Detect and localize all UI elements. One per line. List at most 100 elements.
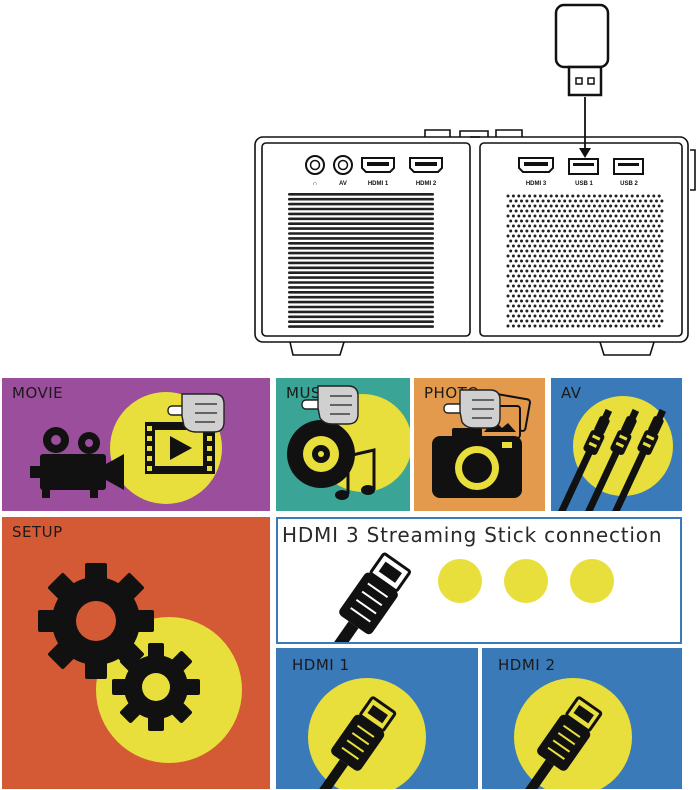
speaker-hole bbox=[630, 324, 634, 328]
speaker-hole bbox=[568, 279, 572, 283]
speaker-hole bbox=[595, 249, 599, 253]
speaker-hole bbox=[568, 319, 572, 323]
vent-slot bbox=[288, 320, 434, 323]
speaker-hole bbox=[576, 324, 580, 328]
speaker-hole bbox=[552, 259, 556, 263]
speaker-hole bbox=[563, 199, 567, 203]
speaker-hole bbox=[549, 264, 553, 268]
speaker-hole bbox=[601, 239, 604, 243]
speaker-hole bbox=[560, 264, 564, 268]
vent-grille bbox=[288, 193, 434, 328]
port-label: USB 2 bbox=[620, 181, 638, 187]
speaker-hole bbox=[538, 264, 542, 268]
speaker-hole bbox=[614, 254, 618, 258]
speaker-hole bbox=[576, 304, 580, 308]
speaker-hole bbox=[595, 229, 599, 233]
speaker-hole bbox=[609, 314, 613, 318]
speaker-hole bbox=[530, 299, 534, 303]
speaker-hole bbox=[571, 284, 575, 288]
speaker-hole bbox=[549, 224, 553, 228]
speaker-hole bbox=[582, 294, 586, 298]
menu-tile-hdmi3-stick[interactable]: HDMI 3 Streaming Stick connection bbox=[276, 517, 682, 644]
speaker-hole bbox=[625, 244, 629, 248]
speaker-hole bbox=[657, 224, 661, 228]
speaker-hole bbox=[652, 194, 656, 198]
speaker-hole bbox=[592, 314, 596, 318]
speaker-hole bbox=[595, 319, 599, 323]
speaker-hole bbox=[606, 289, 610, 293]
speaker-hole bbox=[636, 194, 640, 198]
speaker-hole bbox=[533, 224, 537, 228]
speaker-hole bbox=[598, 254, 602, 258]
speaker-hole bbox=[603, 274, 607, 278]
menu-tile-movie[interactable]: MOVIE bbox=[2, 378, 270, 511]
speaker-hole bbox=[579, 249, 583, 253]
speaker-hole bbox=[609, 214, 613, 218]
menu-tile-hdmi2[interactable]: HDMI 2 bbox=[482, 648, 682, 789]
speaker-hole bbox=[660, 289, 664, 293]
speaker-hole bbox=[655, 249, 658, 253]
speaker-hole bbox=[536, 249, 540, 253]
speaker-hole bbox=[641, 244, 645, 248]
speaker-hole bbox=[522, 264, 526, 268]
speaker-hole bbox=[625, 204, 629, 208]
speaker-hole bbox=[628, 219, 631, 223]
menu-tile-setup[interactable]: SETUP bbox=[2, 517, 270, 789]
speaker-hole bbox=[509, 199, 513, 203]
speaker-hole bbox=[595, 289, 599, 293]
speaker-hole bbox=[598, 214, 602, 218]
speaker-hole bbox=[514, 259, 518, 263]
speaker-hole bbox=[538, 214, 542, 218]
speaker-hole bbox=[541, 249, 545, 253]
speaker-hole bbox=[514, 209, 518, 213]
speaker-hole bbox=[555, 204, 559, 208]
speaker-hole bbox=[609, 304, 613, 308]
speaker-hole bbox=[520, 279, 523, 283]
speaker-hole bbox=[557, 299, 561, 303]
speaker-hole bbox=[614, 204, 618, 208]
speaker-hole bbox=[633, 289, 637, 293]
vent-slot bbox=[288, 242, 434, 245]
speaker-hole bbox=[638, 239, 642, 243]
speaker-hole bbox=[630, 244, 634, 248]
speaker-hole bbox=[649, 279, 653, 283]
speaker-hole bbox=[541, 269, 545, 273]
speaker-hole bbox=[557, 249, 561, 253]
speaker-hole bbox=[592, 294, 596, 298]
speaker-hole bbox=[630, 214, 634, 218]
menu-tile-photo[interactable]: PHOTO bbox=[414, 378, 545, 511]
speaker-hole bbox=[646, 294, 650, 298]
speaker-hole bbox=[609, 264, 613, 268]
speaker-hole bbox=[587, 244, 591, 248]
speaker-hole bbox=[506, 274, 510, 278]
speaker-hole bbox=[598, 224, 602, 228]
speaker-hole bbox=[601, 259, 604, 263]
speaker-hole bbox=[509, 309, 513, 313]
speaker-hole bbox=[644, 229, 648, 233]
speaker-hole bbox=[619, 244, 623, 248]
menu-tile-music[interactable]: MUS bbox=[276, 378, 410, 511]
port-group-right: HDMI 3 USB 1 USB 2 bbox=[518, 157, 644, 187]
speaker-hole bbox=[522, 204, 526, 208]
speaker-hole bbox=[646, 204, 650, 208]
port-label: HDMI 3 bbox=[526, 181, 547, 187]
speaker-hole bbox=[603, 324, 607, 328]
speaker-hole bbox=[574, 229, 577, 233]
speaker-hole bbox=[633, 219, 637, 223]
speaker-hole bbox=[509, 259, 513, 263]
speaker-hole bbox=[555, 284, 559, 288]
speaker-hole bbox=[657, 204, 661, 208]
speaker-hole bbox=[652, 234, 656, 238]
speaker-hole bbox=[619, 234, 623, 238]
speaker-hole bbox=[595, 309, 599, 313]
speaker-hole bbox=[598, 304, 602, 308]
speaker-hole bbox=[530, 239, 534, 243]
speaker-hole bbox=[533, 264, 537, 268]
menu-tile-hdmi1[interactable]: HDMI 1 bbox=[276, 648, 478, 789]
speaker-hole bbox=[571, 204, 575, 208]
speaker-hole bbox=[641, 224, 645, 228]
gears-icon bbox=[38, 563, 200, 731]
speaker-hole bbox=[652, 264, 656, 268]
speaker-hole bbox=[636, 314, 640, 318]
menu-tile-av[interactable]: AV bbox=[551, 378, 682, 511]
